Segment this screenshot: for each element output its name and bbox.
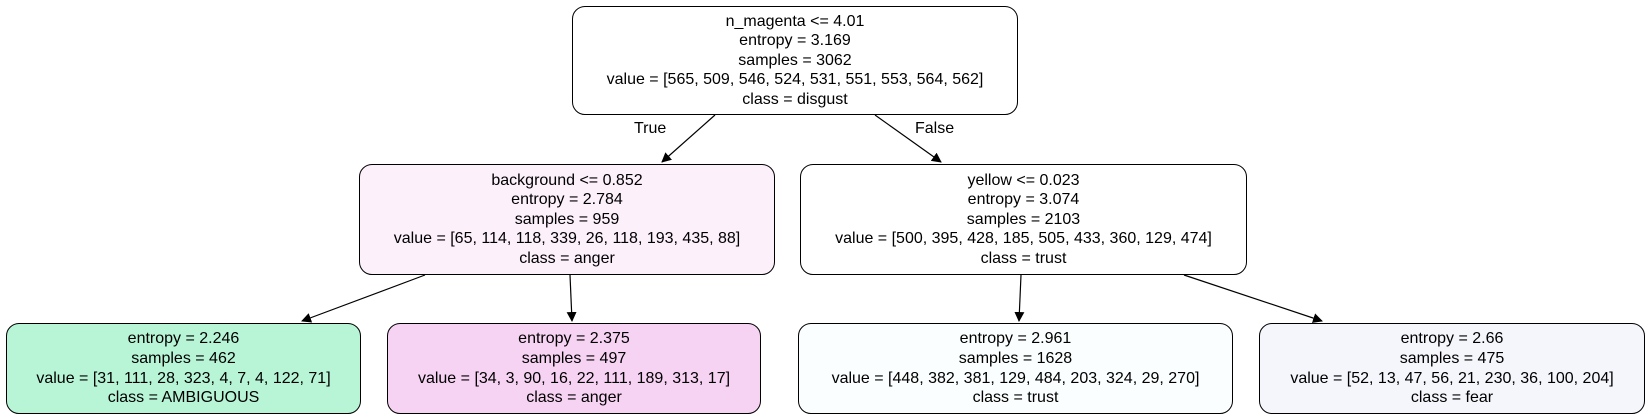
node-entropy: entropy = 2.784 [511,191,623,209]
node-samples: samples = 2103 [966,210,1081,228]
tree-node-root: n_magenta <= 4.01 entropy = 3.169 sample… [572,6,1018,115]
node-class: class = AMBIGUOUS [107,389,260,407]
edge-right-to-leaf4 [1183,274,1323,323]
edge-label-true: True [634,120,667,137]
node-value: value = [31, 111, 28, 323, 4, 7, 4, 122,… [36,369,331,387]
node-value: value = [565, 509, 546, 524, 531, 551, 5… [606,71,984,89]
node-entropy: entropy = 3.169 [739,32,851,50]
edge-right-to-leaf3 [1014,274,1025,322]
edge-left-to-leaf1 [301,274,426,323]
node-entropy: entropy = 2.246 [127,330,240,348]
node-samples: samples = 959 [514,210,620,228]
node-value: value = [500, 395, 428, 185, 505, 433, 3… [835,230,1212,248]
node-value: value = [34, 3, 90, 16, 22, 111, 189, 31… [417,369,731,387]
node-class: class = anger [519,249,615,267]
edge-left-to-leaf2 [566,274,577,322]
node-class: class = fear [1410,389,1494,407]
node-value: value = [448, 382, 381, 129, 484, 203, 3… [831,369,1200,387]
node-entropy: entropy = 2.961 [959,330,1072,348]
node-class: class = anger [526,389,622,407]
node-entropy: entropy = 3.074 [967,191,1080,209]
node-entropy: entropy = 2.66 [1400,330,1504,348]
node-split-rule: n_magenta <= 4.01 [725,12,865,30]
node-split-rule: yellow <= 0.023 [967,171,1080,189]
edge-label-false: False [915,120,955,137]
node-value: value = [65, 114, 118, 339, 26, 118, 193… [393,230,741,248]
node-class: class = trust [980,249,1067,267]
node-samples: samples = 3062 [738,51,852,69]
tree-leaf-3: entropy = 2.961 samples = 1628 value = [… [798,323,1233,414]
node-entropy: entropy = 2.375 [518,330,630,348]
tree-node-right: yellow <= 0.023 entropy = 3.074 samples … [800,164,1247,275]
tree-node-left: background <= 0.852 entropy = 2.784 samp… [359,164,775,275]
node-class: class = trust [972,389,1059,407]
edge-root-to-left [661,114,716,163]
tree-leaf-2: entropy = 2.375 samples = 497 value = [3… [387,323,761,414]
node-samples: samples = 497 [521,349,627,367]
node-samples: samples = 462 [131,349,236,367]
node-class: class = disgust [742,90,848,108]
node-samples: samples = 475 [1399,349,1505,367]
node-value: value = [52, 13, 47, 56, 21, 230, 36, 10… [1290,369,1614,387]
node-split-rule: background <= 0.852 [491,171,643,189]
tree-leaf-1: entropy = 2.246 samples = 462 value = [3… [6,323,361,414]
tree-leaf-4: entropy = 2.66 samples = 475 value = [52… [1259,323,1645,414]
node-samples: samples = 1628 [958,349,1073,367]
edge-root-to-right [874,114,942,163]
